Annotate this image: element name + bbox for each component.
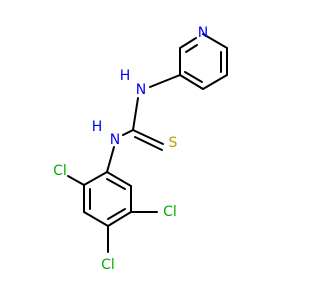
pyridine-ring bbox=[179, 33, 228, 90]
bond-pyr-n-c2 bbox=[202, 33, 228, 49]
bond-ar-c4-c5-double bbox=[107, 208, 126, 220]
atom-label-amine-top-h: H bbox=[120, 68, 131, 84]
bond-pyr-c4-c5 bbox=[179, 74, 204, 90]
bond-ar-c6-c1-double bbox=[106, 178, 126, 190]
bond-ar-to-cl-ortho bbox=[67, 175, 85, 186]
atom-labels: N N H N H S Cl Cl Cl bbox=[53, 25, 208, 273]
bond-ar-c3-c4 bbox=[83, 211, 109, 227]
bond-pyr-c6-n-double bbox=[185, 44, 198, 53]
atom-label-amine-bottom-n: N bbox=[110, 132, 120, 148]
atom-label-chlorine-meta: Cl bbox=[163, 204, 177, 220]
bond-pyr-c6-n bbox=[179, 37, 197, 49]
trichlorophenyl-ring bbox=[67, 171, 158, 253]
bond-ar-c6-c1 bbox=[106, 171, 132, 187]
atom-label-pyridine-n: N bbox=[198, 25, 208, 41]
bond-pyr-c3-c4 bbox=[202, 74, 228, 90]
atom-label-thione-s: S bbox=[169, 135, 178, 151]
bond-c-to-nh-bottom bbox=[122, 129, 134, 136]
molecule-structure-diagram: N N H N H S Cl Cl Cl bbox=[53, 25, 228, 273]
atom-label-chlorine-para: Cl bbox=[101, 257, 115, 273]
bond-pyr-to-nh-top bbox=[149, 74, 181, 88]
bond-ar-c1-c2 bbox=[83, 171, 108, 186]
bond-c-s-double-b bbox=[134, 136, 163, 151]
atom-label-chlorine-ortho: Cl bbox=[53, 163, 67, 179]
atom-label-amine-bottom-h: H bbox=[92, 119, 103, 135]
bond-nh-bottom-to-aryl bbox=[106, 146, 115, 173]
bond-nh-top-to-c bbox=[132, 97, 139, 131]
bond-ar-c4-c5 bbox=[107, 211, 132, 227]
bond-c-s-double-a bbox=[132, 129, 164, 145]
thiourea-linker bbox=[106, 74, 181, 173]
bond-pyr-c4-c5-double bbox=[184, 71, 203, 83]
atom-label-amine-top-n: N bbox=[136, 82, 146, 98]
